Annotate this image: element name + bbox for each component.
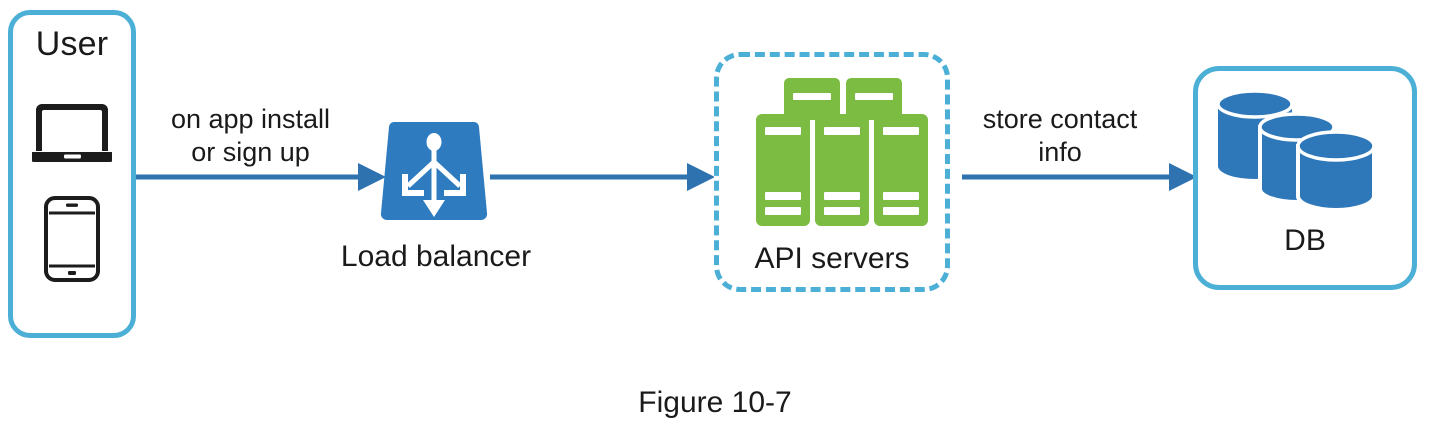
edge-label-api-servers-to-database: store contact info [982, 104, 1138, 167]
phone-icon [44, 196, 100, 282]
user-node [8, 10, 136, 338]
figure-caption: Figure 10-7 [638, 386, 792, 419]
arrow-user-to-load-balancer [136, 163, 386, 191]
database-label: DB [1284, 224, 1326, 257]
server-rack-icon [756, 78, 928, 226]
edge-label-user-to-load-balancer: on app install or sign up [170, 104, 331, 167]
arrow-api-servers-to-database [962, 163, 1197, 191]
api-servers-label: API servers [754, 242, 910, 275]
load-balancer-label: Load balancer [340, 240, 532, 273]
laptop-icon [32, 104, 112, 162]
database-cylinders-icon [1216, 89, 1375, 210]
user-label: User [35, 25, 109, 63]
arrow-load-balancer-to-api-servers [490, 163, 715, 191]
load-balancer-node [380, 122, 488, 221]
